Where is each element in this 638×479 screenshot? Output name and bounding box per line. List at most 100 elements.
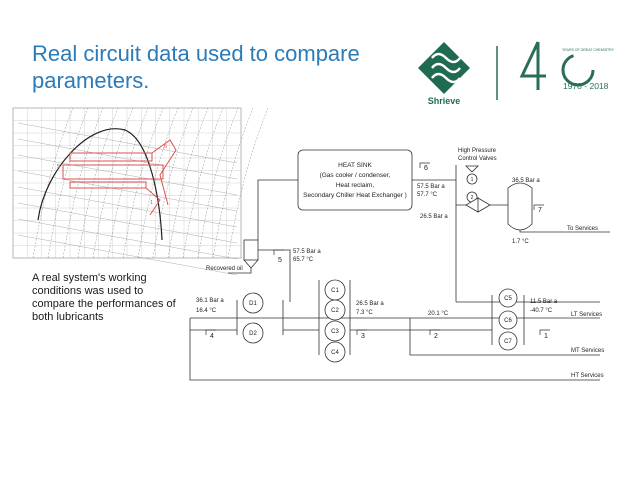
compressor-c1-label: C1 [331, 288, 339, 294]
condition-t-receiver: 1.7 °C [512, 239, 529, 245]
heat-sink-line-3: Heat reclaim, [336, 182, 374, 189]
recovered-oil-label: Recovered oil [206, 266, 243, 272]
ph-isentrope [227, 107, 269, 259]
condition-t-suction-mt: 7.3 °C [356, 310, 373, 316]
condition-t-suction-lt: -40.7 °C [530, 308, 553, 314]
condition-p-flash: 26.5 Bar a [420, 214, 448, 220]
ph-isentrope [197, 107, 239, 259]
ph-isotherm [17, 234, 238, 276]
mt-services-label: MT Services [571, 348, 604, 354]
compressor-d1-label: D1 [249, 301, 257, 307]
node-1: 1 [544, 333, 548, 340]
ph-isentrope [92, 107, 134, 259]
ph-isentrope [167, 107, 209, 259]
ph-isentrope [32, 107, 74, 259]
slide-title-line-1: Real circuit data used to compare [32, 41, 360, 66]
compressor-d1 [242, 292, 264, 314]
condition-p-suction-d: 36.1 Bar a [196, 298, 224, 304]
anniversary-years: 1978 - 2018 [563, 81, 609, 91]
compressor-c2-label: C2 [331, 308, 339, 314]
compressor-group-d: D1 D2 [242, 292, 264, 344]
slide-title-line-2: parameters. [32, 68, 150, 93]
anniversary-logo: 1978 - 2018 YEARS OF GREAT CHEMISTRY [519, 41, 615, 91]
ph-chart: 5 6 1 [12, 107, 269, 276]
condition-t-discharge: 57.7 °C [417, 192, 438, 198]
shrieve-wordmark: Shrieve [428, 96, 461, 106]
node-4: 4 [210, 333, 214, 340]
ph-marker-1: 1 [150, 200, 153, 206]
ph-isentrope [62, 107, 104, 259]
heat-sink-title: HEAT SINK [338, 162, 372, 169]
liquid-receiver [507, 182, 533, 231]
expansion-valve [465, 197, 491, 213]
ph-isotherm [17, 170, 238, 212]
ph-isotherm [17, 154, 238, 196]
node-5: 5 [278, 257, 282, 264]
condition-t-lt-discharge: 20.1 °C [428, 311, 449, 317]
heat-sink-line-4: Secondary Chiller Heat Exchanger ) [303, 192, 407, 199]
node-number-boxes [205, 162, 550, 335]
ph-isentrope [107, 107, 149, 259]
compressor-c6 [498, 310, 518, 330]
pipe-to-services [519, 230, 610, 233]
condition-p-separator: 57.5 Bar a [293, 249, 321, 255]
shrieve-logo: Shrieve [418, 42, 470, 106]
rail-c57 [491, 295, 525, 345]
ph-isotherm [17, 122, 238, 164]
ph-cycle-lines [62, 139, 177, 216]
compressor-d2-label: D2 [249, 331, 257, 337]
shrieve-diamond-icon [418, 42, 470, 94]
pipe-sink-return [257, 179, 298, 240]
node-7: 7 [538, 207, 542, 214]
condition-t-suction-d: 16.4 °C [196, 308, 217, 314]
anniversary-arc-text: YEARS OF GREAT CHEMISTRY [562, 48, 615, 52]
node-2: 2 [434, 333, 438, 340]
anniversary-zero-ring [561, 53, 595, 87]
node-3: 3 [361, 333, 365, 340]
ph-isotherm [17, 138, 238, 180]
ph-isentrope [152, 107, 194, 259]
lt-services-label: LT Services [571, 312, 602, 318]
rail-d [236, 300, 284, 335]
compressor-c7-label: C7 [504, 339, 512, 345]
heat-sink-box [297, 149, 413, 211]
valve-2-label: 2 [471, 195, 474, 201]
valve-1-label: 1 [471, 177, 474, 183]
ph-isotherm [17, 202, 238, 244]
ph-isotherm [17, 218, 238, 260]
compressor-c5-label: C5 [504, 296, 512, 302]
pipe-oil-return [228, 268, 252, 274]
ph-isentrope [212, 107, 254, 259]
compressor-d2 [242, 322, 264, 344]
ph-chart-grid [13, 107, 269, 276]
compressor-group-c1-c4: C1 C2 C3 C4 [324, 279, 346, 363]
compressor-c4-label: C4 [331, 350, 339, 356]
ph-isentrope [47, 107, 89, 259]
hp-valve-label-2: Control Valves [458, 156, 497, 162]
compressor-c7 [498, 331, 518, 351]
ph-marker-6: 6 [164, 144, 167, 150]
hp-valve-label-1: High Pressure [458, 148, 497, 154]
pipe-separator-out [258, 249, 291, 302]
compressor-c2 [324, 299, 346, 321]
compressor-c4 [324, 341, 346, 363]
ph-isotherm [17, 186, 238, 228]
node-6: 6 [424, 165, 428, 172]
compressor-c3 [324, 320, 346, 342]
circuit-schematic [189, 149, 610, 381]
compressor-group-c5-c7: C5 C6 C7 [498, 288, 518, 351]
anniversary-four-glyph [519, 41, 546, 90]
caption-text: A real system's working conditions was u… [32, 272, 176, 323]
heat-sink-line-2: (Gas cooler / condenser, [320, 172, 391, 179]
ph-marker-5: 5 [57, 164, 60, 170]
valve-1 [466, 173, 478, 185]
compressor-c6-label: C6 [504, 318, 512, 324]
pipe-ht-return [189, 318, 600, 381]
ph-isentrope [77, 107, 119, 259]
ph-isentrope [182, 107, 224, 259]
ht-services-label: HT Services [571, 373, 604, 379]
condition-t-separator: 65.7 °C [293, 257, 314, 263]
compressor-c3-label: C3 [331, 329, 339, 335]
ph-isentrope [137, 107, 179, 259]
condition-p-suction-mt: 26.5 Bar a [356, 301, 384, 307]
